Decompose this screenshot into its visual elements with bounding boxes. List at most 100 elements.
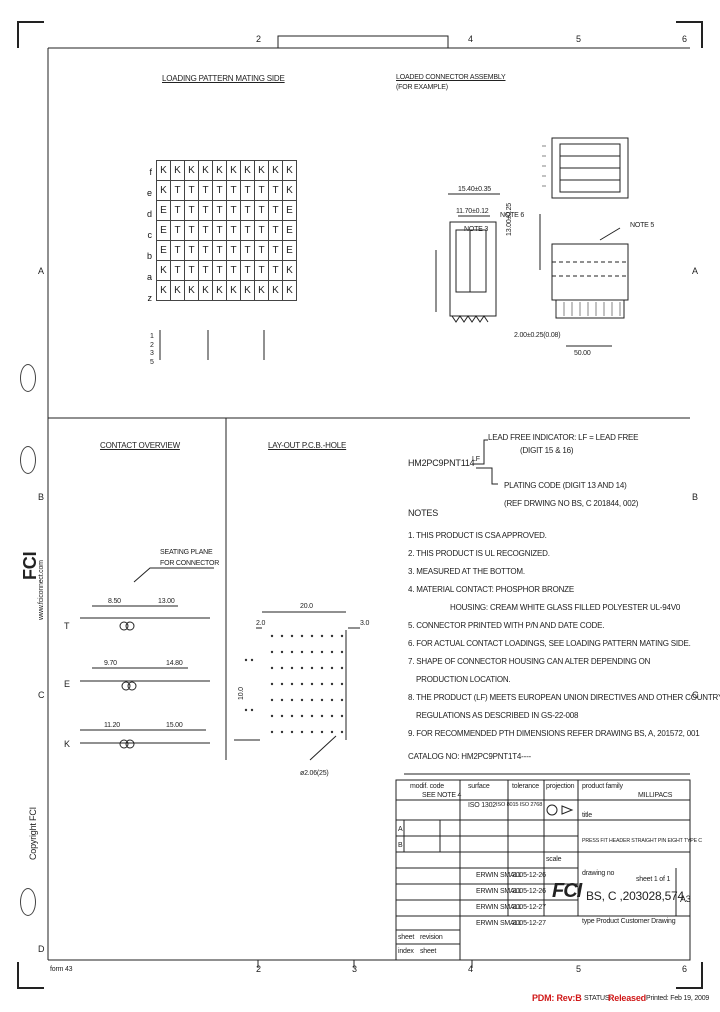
note-6-label: NOTE 6 [500,212,525,219]
pdm-revision: PDM: Rev:B [532,993,582,1003]
grid-cell: T [184,260,199,281]
grid-cell: T [198,180,213,201]
grid-cell: T [184,180,199,201]
note-item: 9. FOR RECOMMENDED PTH DIMENSIONS REFER … [408,729,700,738]
tb-type: type Product Customer Drawing [582,918,676,925]
tb-size: A3 [680,894,691,904]
grid-cell: T [226,240,241,261]
tb-approval-1: ERWIN SMALL [476,872,522,879]
pcb-dim-hole: ø2.06(25) [300,770,329,777]
tb-row-b: B [398,842,403,849]
grid-cell: T [198,220,213,241]
notes-title: NOTES [408,508,439,518]
grid-cell: K [268,160,283,181]
frame-row-b-right: B [692,492,698,502]
grid-cell: T [254,180,269,201]
contact-k-d1: 11.20 [104,722,120,729]
tb-approval-2: ERWIN SMALL [476,888,522,895]
for-connector-label: FOR CONNECTOR [160,560,220,567]
tb-title-label: title [582,812,592,819]
grid-cell: T [268,240,283,261]
frame-row-b-left: B [38,492,44,502]
tb-approval-4: ERWIN SMALL [476,920,522,927]
pcb-dim-side: 10.0 [238,687,245,700]
grid-bottom-label-1: 1 [150,333,154,340]
grid-cell: K [156,180,171,201]
grid-cell: T [212,260,227,281]
tb-sheet-label: sheet [398,934,415,941]
contact-t-d1: 8.50 [108,598,121,605]
tb-sheet-label-2: sheet [420,948,437,955]
grid-cell: K [156,160,171,181]
grid-row-label: c [147,230,153,240]
note-item: HOUSING: CREAM WHITE GLASS FILLED POLYES… [450,603,681,612]
dim-vertical-13: 13.00±0.25 [506,203,513,236]
status-label: STATUS: [584,995,612,1002]
loading-pattern-heading: LOADING PATTERN MATING SIDE [162,74,285,83]
plating-ref: (REF DRWING NO BS, C 201844, 002) [504,499,639,508]
tb-surface: surface [468,783,490,790]
grid-cell: E [282,220,297,241]
frame-row-c-right: C [692,690,699,700]
tb-scale: scale [546,856,562,863]
grid-cell: T [226,220,241,241]
tb-date-2: 2005-12-26 [512,888,546,895]
note-item: 1. THIS PRODUCT IS CSA APPROVED. [408,531,547,540]
grid-cell: T [268,200,283,221]
grid-cell: K [240,280,255,301]
frame-col-5-top: 5 [576,34,581,44]
grid-cell: K [282,260,297,281]
frame-col-5-bottom: 5 [576,964,581,974]
grid-cell: T [198,260,213,281]
grid-cell: E [282,200,297,221]
contact-t-d2: 13.00 [158,598,175,605]
note-item: 2. THIS PRODUCT IS UL RECOGNIZED. [408,549,550,558]
contact-t-label: T [64,621,70,631]
tb-date-3: 2005-12-27 [512,904,546,911]
tb-mod-code: modif. code [410,783,444,790]
grid-cell: K [240,160,255,181]
part-code-suffix: LF [472,456,480,463]
grid-row-label: z [147,293,153,303]
lead-free-digits: (DIGIT 15 & 16) [520,446,574,455]
grid-cell: T [226,200,241,221]
grid-cell: K [212,160,227,181]
tb-index-label: index [398,948,414,955]
grid-cell: T [240,220,255,241]
frame-col-6-top: 6 [682,34,687,44]
grid-cell: T [240,260,255,281]
side-ellipse-2 [20,446,36,474]
grid-cell: T [184,240,199,261]
tb-see-note: SEE NOTE 4 [422,792,462,799]
grid-row-label: b [146,251,152,261]
dim-15-40: 15.40±0.35 [458,186,491,193]
lead-free-indicator: LEAD FREE INDICATOR: LF = LEAD FREE [488,433,639,442]
tb-drawing-no: BS, C ,203028,574 [586,889,685,903]
dim-11-70: 11.70±0.12 [456,208,489,215]
frame-row-a-right: A [692,266,698,276]
grid-cell: K [226,160,241,181]
grid-cell: T [212,220,227,241]
note-item: 7. SHAPE OF CONNECTOR HOUSING CAN ALTER … [408,657,651,666]
grid-cell: K [184,160,199,181]
grid-cell: T [254,220,269,241]
printed-date: Printed: Feb 19, 2009 [646,995,710,1002]
frame-col-4-bottom: 4 [468,964,473,974]
frame-col-3-bottom: 3 [352,964,357,974]
frame-col-4-top: 4 [468,34,473,44]
grid-cell: K [156,280,171,301]
plating-code: PLATING CODE (DIGIT 13 AND 14) [504,481,627,490]
grid-cell: K [184,280,199,301]
grid-cell: T [170,180,185,201]
tb-date-1: 2005-12-26 [512,872,546,879]
layout-pcb-heading: LAY-OUT P.C.B.-HOLE [268,441,347,450]
grid-cell: E [156,240,171,261]
grid-row-label: a [146,272,152,282]
contact-e-d2: 14.80 [166,660,183,667]
note-item: CATALOG NO: HM2PC9PNT1T4---- [408,752,532,761]
grid-cell: T [170,220,185,241]
